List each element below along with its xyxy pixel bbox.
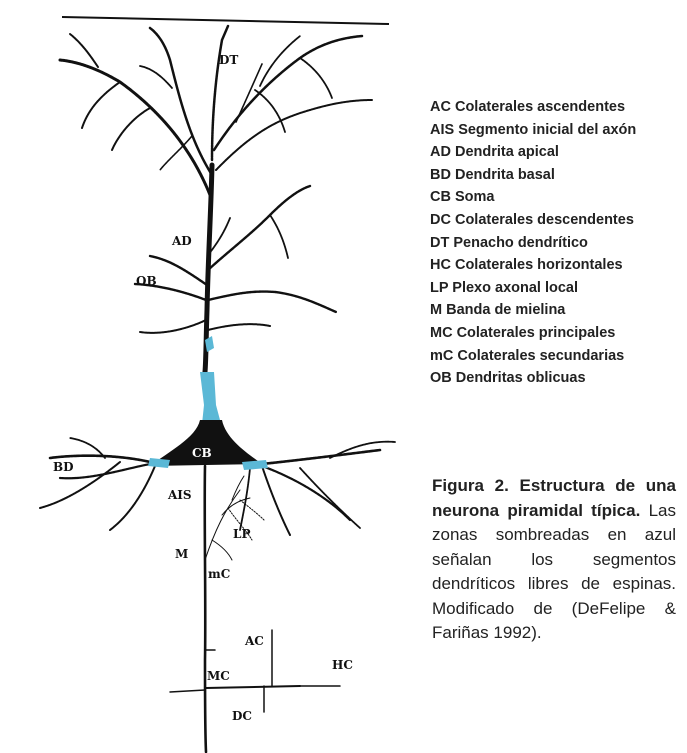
- legend-item-m: M Banda de mielina: [430, 299, 680, 322]
- spine-free-apical: [200, 372, 220, 424]
- legend-item-mc-small: mC Colaterales secundarias: [430, 345, 680, 368]
- abbreviation-legend: AC Colaterales ascendentes AIS Segmento …: [430, 96, 680, 390]
- legend-item-ais: AIS Segmento inicial del axón: [430, 119, 680, 142]
- label-dc: DC: [232, 709, 252, 723]
- label-m: M: [175, 547, 188, 561]
- legend-item-mc: MC Colaterales principales: [430, 322, 680, 345]
- label-ais: AIS: [167, 488, 192, 502]
- label-mc-small: mC: [208, 567, 230, 581]
- label-dt: DT: [219, 53, 238, 67]
- label-ad: AD: [171, 234, 192, 248]
- neuron-figure: DT AD OB CB BD AIS LP M mC AC HC MC DC: [0, 0, 430, 753]
- pia-line: [62, 17, 389, 24]
- label-ac: AC: [244, 634, 264, 648]
- legend-item-dc: DC Colaterales descendentes: [430, 209, 680, 232]
- legend-item-ad: AD Dendrita apical: [430, 141, 680, 164]
- figure-caption: Figura 2. Estructura de una neurona pira…: [432, 474, 676, 646]
- legend-item-bd: BD Dendrita basal: [430, 164, 680, 187]
- legend-item-lp: LP Plexo axonal local: [430, 277, 680, 300]
- label-hc: HC: [332, 658, 353, 672]
- axon: [170, 466, 340, 752]
- apical-dendrite: [135, 165, 336, 372]
- label-mc: MC: [207, 669, 230, 683]
- legend-item-dt: DT Penacho dendrítico: [430, 232, 680, 255]
- dendritic-tuft: [60, 26, 372, 195]
- legend-item-ob: OB Dendritas oblicuas: [430, 367, 680, 390]
- label-bd: BD: [53, 460, 74, 474]
- label-lp: LP: [233, 527, 250, 541]
- legend-item-cb: CB Soma: [430, 186, 680, 209]
- caption-body: Las zonas sombreadas en azul señalan los…: [432, 501, 676, 643]
- legend-item-hc: HC Colaterales horizontales: [430, 254, 680, 277]
- label-ob: OB: [136, 274, 157, 288]
- legend-item-ac: AC Colaterales ascendentes: [430, 96, 680, 119]
- label-cb: CB: [192, 446, 212, 460]
